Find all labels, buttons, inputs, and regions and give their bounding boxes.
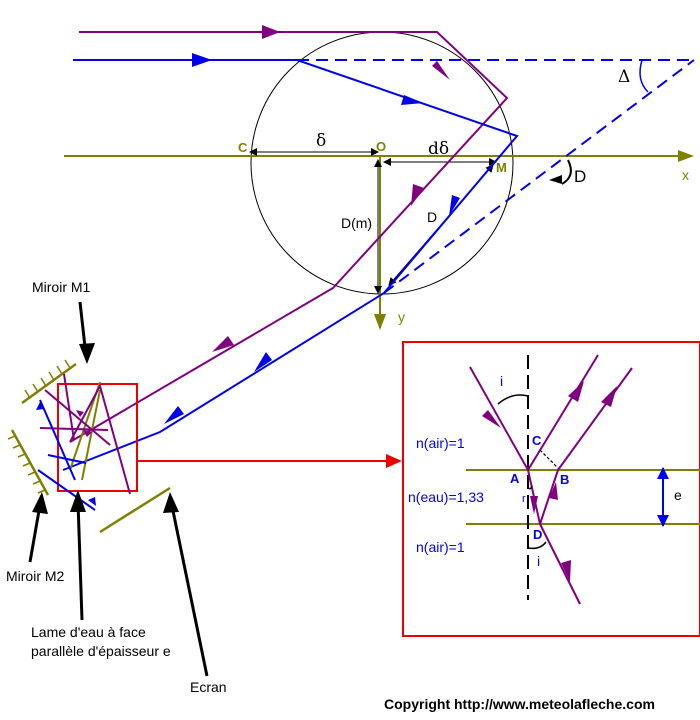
blue-ray-arrow-2	[401, 95, 423, 105]
rotation-d-label: D	[574, 167, 586, 186]
inset-internal-ray	[539, 469, 559, 525]
mirror-m1-label: Miroir M1	[32, 279, 91, 295]
plate-label-line1: Lame d'eau à face	[31, 624, 146, 640]
blue-ray-main	[62, 59, 519, 471]
dm-label: D(m)	[341, 215, 372, 231]
deviation-angle-label: Δ	[618, 67, 630, 87]
screen-label: Ecran	[190, 679, 227, 695]
ddelta-label: dδ	[428, 139, 449, 159]
plate-blue-ray-b	[37, 469, 96, 511]
purple-ray-arrow-4	[212, 336, 234, 352]
inset-n-air-top: n(air)=1	[416, 435, 465, 451]
inset-n-air-bottom: n(air)=1	[416, 539, 465, 555]
purple-ray-arrow-2	[432, 61, 450, 80]
copyright: Copyright http://www.meteolafleche.com	[384, 696, 655, 712]
plate-highlight-box	[57, 383, 138, 492]
inset-angle-i-bottom-arc	[527, 541, 547, 550]
inset-reflected-ray	[527, 354, 599, 471]
apparatus-arrow-2	[88, 497, 96, 506]
blue-ray-arrow-5	[164, 406, 184, 424]
inset-arrow-3	[601, 386, 617, 407]
inset-n-water: n(eau)=1,33	[408, 489, 484, 505]
purple-ray-arrow-1	[262, 25, 280, 39]
rotation-d-arrow	[561, 159, 572, 185]
mirror-m2-label: Miroir M2	[6, 568, 65, 584]
inset-r-label: r	[522, 493, 526, 505]
blue-ray-arrow-3	[449, 195, 460, 216]
inset-point-a: A	[510, 471, 520, 486]
plate-pointer	[76, 501, 84, 621]
inset-i-bottom-label: i	[537, 553, 540, 569]
mirror-m2-hatching	[7, 435, 46, 494]
plate-pointer-head	[70, 490, 86, 512]
screen-pointer-head	[163, 492, 179, 513]
deviation-angle-arc	[639, 59, 649, 93]
plate-purple-ray-a	[44, 389, 111, 446]
screen-pointer	[170, 505, 209, 677]
mirror-m2-pointer-head	[32, 492, 48, 514]
inset-point-c: C	[532, 433, 542, 448]
mirror-m1-pointer-head	[79, 343, 95, 364]
y-axis-label: y	[398, 309, 405, 325]
apparatus-arrow-3	[76, 410, 84, 417]
inset-angle-i-top-arc	[497, 394, 529, 405]
mirror-m2	[10, 429, 50, 496]
inset-arrow-6	[561, 560, 571, 582]
mirror-m1	[21, 362, 77, 405]
plate-purple-ray-c	[63, 373, 75, 441]
zoom-connector-head	[386, 454, 402, 468]
blue-ray-arrow-1	[192, 53, 212, 67]
inset-i-top-label: i	[500, 373, 503, 389]
inset-arrow-5	[549, 482, 558, 500]
rotation-d-arrowhead	[549, 175, 562, 184]
inset-point-d: D	[533, 527, 542, 542]
inset-point-b: B	[560, 472, 569, 487]
purple-ray-main	[69, 31, 509, 443]
purple-ray-arrow-3	[411, 184, 424, 206]
inset-angle-r-arc	[527, 485, 533, 490]
apparatus-arrow-1	[36, 402, 44, 410]
plate-label-line2: parallèle d'épaisseur e	[31, 643, 171, 659]
plate-face-2	[81, 389, 101, 481]
inset-arrow-1	[482, 410, 501, 428]
plate-blue-ray-a	[39, 399, 76, 481]
mirror-m1-hatching	[24, 359, 71, 399]
point-o-label: O	[376, 139, 386, 154]
water-droplet-circle	[250, 31, 514, 295]
thickness-label: e	[674, 487, 682, 503]
inset-arrow-4	[530, 496, 538, 514]
apparatus-arrow-4	[83, 430, 92, 437]
emergent-extension-dashed	[383, 59, 695, 294]
delta-label: δ	[316, 131, 326, 151]
plate-purple-rays	[69, 383, 131, 495]
point-m-label: M	[496, 160, 507, 175]
plate-blue-ray-c	[47, 454, 87, 464]
screen	[99, 486, 171, 534]
inset-incident-ray	[469, 366, 529, 471]
d-segment-label: D	[427, 209, 437, 225]
inset-cb-segment	[539, 449, 559, 469]
point-c-label: C	[238, 140, 248, 155]
inset-second-reflected-ray	[557, 367, 633, 471]
x-axis-label: x	[682, 167, 689, 183]
inset-transmitted-ray	[539, 523, 581, 605]
inset-arrow-2	[568, 381, 584, 402]
plate-purple-ray-b	[39, 427, 109, 431]
blue-ray-arrow-4	[254, 352, 272, 372]
mirror-m2-pointer	[28, 504, 42, 563]
inset-frame	[402, 341, 700, 637]
